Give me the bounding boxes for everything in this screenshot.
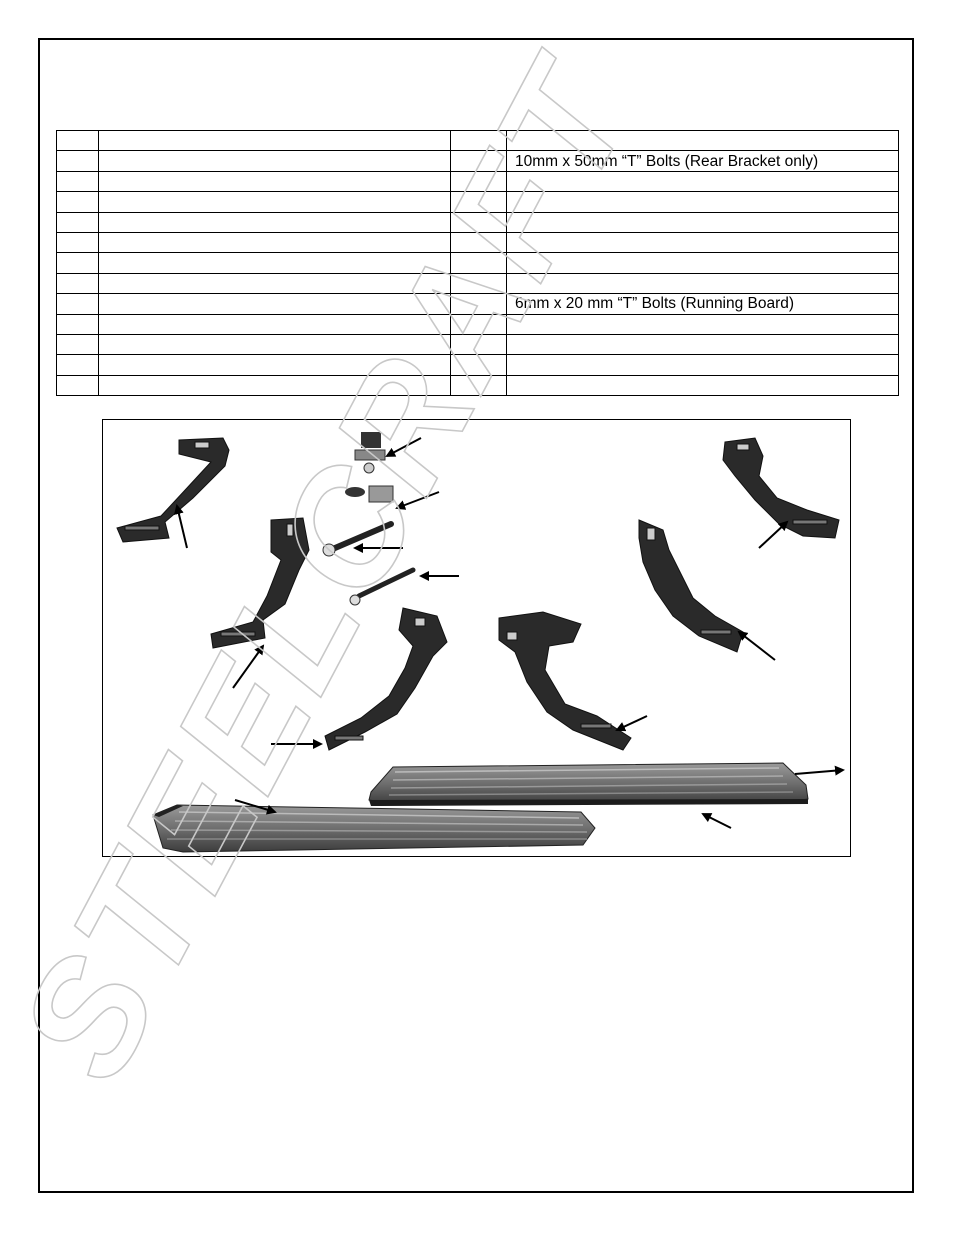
table-cell: 10mm x 50mm “T” Bolts (Rear Bracket only… (506, 150, 899, 172)
table-cell (506, 333, 899, 356)
table-cell (98, 354, 451, 376)
table-row (56, 170, 899, 193)
table-row (56, 313, 899, 335)
table-cell (56, 313, 99, 335)
table-cell (98, 374, 451, 397)
table-cell (98, 272, 451, 295)
table-cell (56, 129, 99, 152)
table-cell: 6mm x 20 mm “T” Bolts (Running Board) (506, 293, 899, 315)
table-cell (506, 252, 899, 274)
table-row (56, 252, 899, 274)
bracket-group (116, 437, 840, 751)
table-row (56, 191, 899, 213)
table-row (56, 374, 899, 397)
table-row: 6mm x 20 mm “T” Bolts (Running Board) (56, 293, 899, 315)
table-row (56, 231, 899, 254)
table-cell (506, 374, 899, 397)
table-cell (506, 191, 899, 213)
table-cell (56, 231, 99, 254)
table-cell (450, 333, 507, 356)
callout-arrows (173, 437, 845, 829)
table-cell (98, 231, 451, 254)
table-row (56, 272, 899, 295)
table-cell (450, 129, 507, 152)
page-frame (38, 38, 914, 1193)
table-cell (450, 231, 507, 254)
table-cell (450, 313, 507, 335)
table-cell (450, 252, 507, 274)
table-row (56, 333, 899, 356)
table-cell (98, 150, 451, 172)
table-cell (506, 129, 899, 152)
table-cell (98, 129, 451, 152)
table-cell (506, 211, 899, 233)
table-cell (450, 170, 507, 193)
table-cell (506, 231, 899, 254)
table-cell (450, 354, 507, 376)
table-cell (98, 211, 451, 233)
table-cell (98, 170, 451, 193)
table-cell (98, 313, 451, 335)
running-board-right (368, 762, 809, 806)
table-cell (56, 272, 99, 295)
running-board-left (152, 804, 596, 853)
table-cell (450, 191, 507, 213)
table-cell (450, 272, 507, 295)
table-cell (56, 333, 99, 356)
table-row (56, 129, 899, 152)
parts-list-table: 10mm x 50mm “T” Bolts (Rear Bracket only… (56, 129, 899, 397)
table-row (56, 354, 899, 376)
table-cell (506, 272, 899, 295)
table-cell (506, 170, 899, 193)
table-row: 10mm x 50mm “T” Bolts (Rear Bracket only… (56, 150, 899, 172)
table-cell (450, 374, 507, 397)
table-cell (506, 354, 899, 376)
table-cell (98, 293, 451, 315)
table-cell (450, 150, 507, 172)
table-cell (98, 191, 451, 213)
table-cell (450, 211, 507, 233)
table-row (56, 211, 899, 233)
table-cell (56, 293, 99, 315)
table-cell (98, 333, 451, 356)
table-cell (56, 191, 99, 213)
parts-photo (102, 419, 851, 857)
table-cell (98, 252, 451, 274)
table-cell (450, 293, 507, 315)
table-cell (56, 374, 99, 397)
table-cell (56, 170, 99, 193)
table-cell (56, 211, 99, 233)
hardware-group (322, 432, 416, 606)
table-cell (56, 354, 99, 376)
table-cell (506, 313, 899, 335)
table-cell (56, 150, 99, 172)
table-cell (56, 252, 99, 274)
